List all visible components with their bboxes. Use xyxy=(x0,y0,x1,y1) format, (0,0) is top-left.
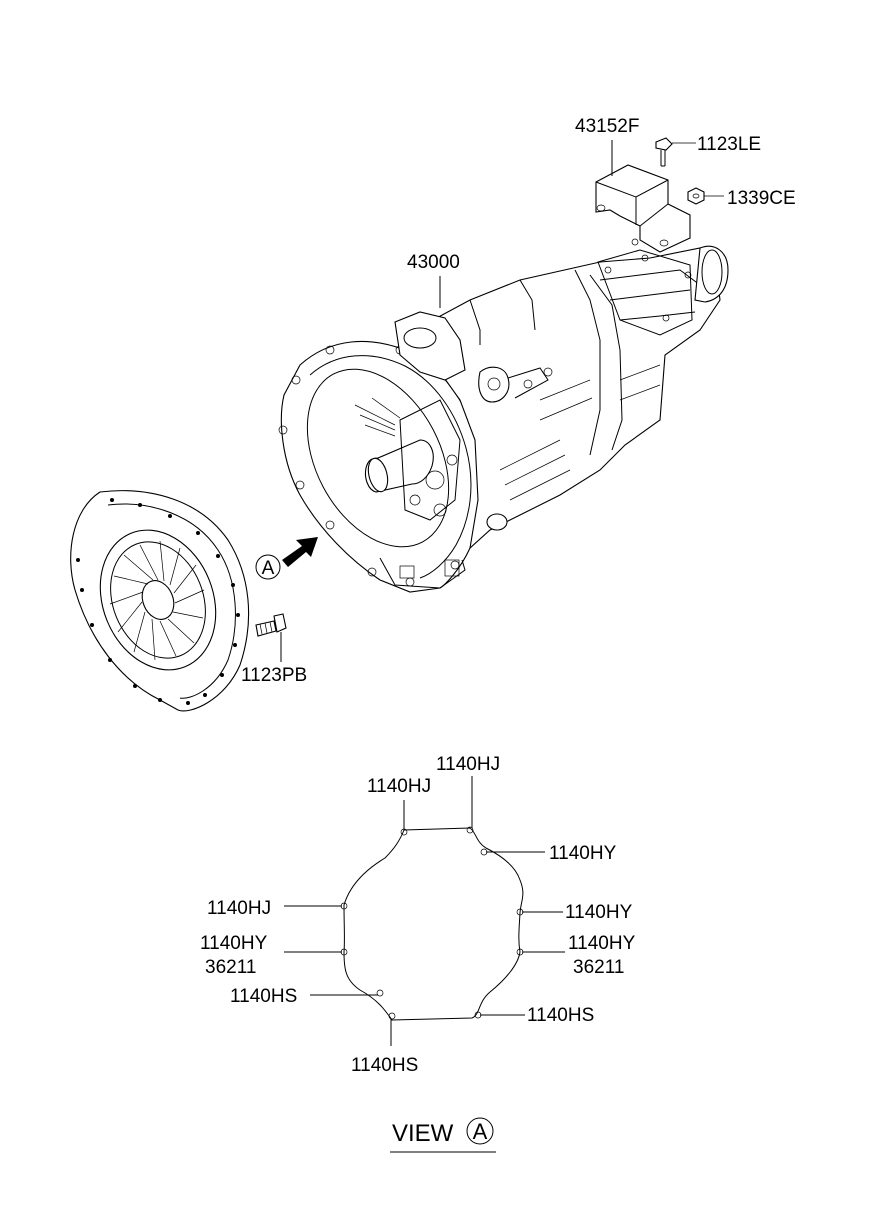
view-a-outline xyxy=(284,776,565,1046)
view-a-arrow: A xyxy=(255,537,318,580)
label-1339ce: 1339CE xyxy=(727,188,796,209)
label-43152f: 43152F xyxy=(575,116,639,137)
clutch-cover xyxy=(70,490,250,712)
label-36211-right: 36211 xyxy=(573,957,624,978)
label-1140hj-left: 1140HJ xyxy=(207,898,271,919)
view-a-title: VIEW A xyxy=(390,1117,496,1153)
bolt-1123le xyxy=(655,137,696,167)
bolt-1123pb xyxy=(255,613,287,662)
nut-1339ce xyxy=(687,187,724,205)
label-43000: 43000 xyxy=(407,252,460,273)
label-1123le: 1123LE xyxy=(697,134,761,155)
view-title-marker: A xyxy=(473,1119,488,1144)
bracket-43152f xyxy=(595,164,691,253)
label-1140hy-left: 1140HY xyxy=(200,933,268,954)
view-title-text: VIEW xyxy=(392,1120,454,1147)
transmission-assembly xyxy=(278,238,729,593)
label-1140hy-right: 1140HY xyxy=(565,902,633,923)
label-1140hj-top-right: 1140HJ xyxy=(436,754,500,775)
label-1140hs-right: 1140HS xyxy=(527,1005,594,1026)
label-1140hs-left: 1140HS xyxy=(230,986,297,1007)
arrow-marker-label: A xyxy=(262,558,275,579)
label-1140hs-bottom: 1140HS xyxy=(351,1055,418,1076)
label-1140hy-right-lower: 1140HY xyxy=(568,933,636,954)
label-1140hy-top-right: 1140HY xyxy=(549,843,617,864)
label-1123pb: 1123PB xyxy=(241,665,307,686)
label-36211-left: 36211 xyxy=(205,957,256,978)
label-1140hj-top-left: 1140HJ xyxy=(367,776,431,797)
